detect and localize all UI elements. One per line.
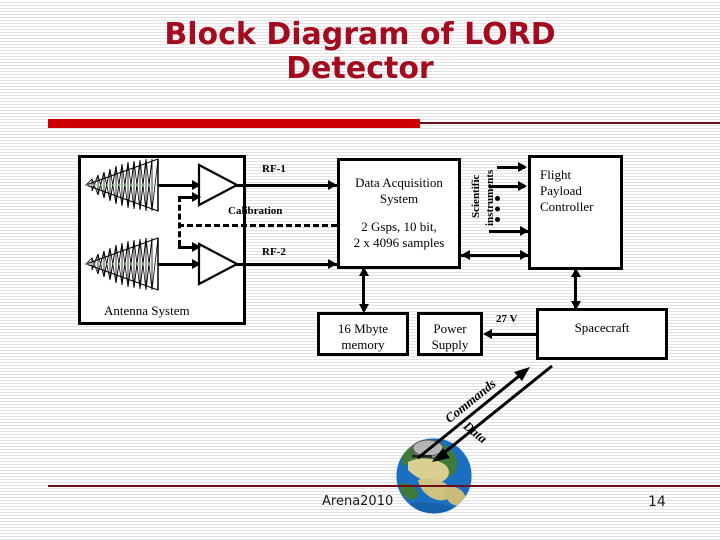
fpc-spacecraft-arrowhead-down <box>571 301 581 310</box>
rf2-arrowhead <box>328 259 337 269</box>
footer-rule <box>48 485 720 487</box>
daq-to-fpc-arrowhead-left <box>461 250 470 260</box>
voltage-label: 27 V <box>496 313 518 325</box>
fpc-line-1: Flight <box>540 167 572 182</box>
power-27v-line <box>490 333 546 336</box>
memory-box: 16 Mbyte memory <box>317 312 409 356</box>
calibration-dashed-riser <box>178 196 181 246</box>
daq-line-2: System <box>379 191 419 206</box>
instrument-ellipsis-dots <box>495 196 500 222</box>
rf1-arrowhead <box>328 180 337 190</box>
instrument-arrowhead-1 <box>518 162 527 172</box>
amplifier-2-icon <box>197 242 240 286</box>
daq-memory-arrowhead-down <box>359 304 369 313</box>
log-periodic-antenna-2-icon <box>84 236 162 292</box>
page-title-line-1: Block Diagram of LORD <box>164 17 556 52</box>
scientific-instruments-line-1: Scientific <box>470 174 482 218</box>
power-supply-line-1: Power <box>433 321 467 336</box>
earth-globe-image <box>395 422 473 518</box>
instrument-line-2 <box>489 185 525 188</box>
instrument-line-3 <box>489 230 528 233</box>
fpc-spacecraft-line <box>574 270 577 308</box>
calibration-to-amp1-arrowhead <box>192 192 201 202</box>
instrument-arrowhead-2 <box>518 181 527 191</box>
calibration-dashed-line <box>178 224 337 227</box>
rf2-label: RF-2 <box>262 246 286 258</box>
fpc-line-3: Controller <box>540 199 594 214</box>
calibration-to-amp2-line <box>178 246 196 249</box>
antenna-2-feed-line <box>158 263 196 266</box>
title-rule-thin <box>420 122 720 124</box>
log-periodic-antenna-1-icon <box>84 157 162 213</box>
memory-line-2: memory <box>341 337 385 352</box>
footer-conference-label: Arena2010 <box>322 494 394 509</box>
downlink-arrows <box>404 362 584 472</box>
antenna-2-feed-arrowhead <box>192 259 201 269</box>
daq-memory-arrowhead-up <box>359 267 369 276</box>
fpc-line-2: Payload <box>540 183 582 198</box>
antenna-1-feed-line <box>158 184 196 187</box>
daq-to-fpc-arrowhead <box>520 250 529 260</box>
daq-to-fpc-line <box>461 254 528 257</box>
power-supply-line-2: Supply <box>431 337 469 352</box>
power-27v-arrowhead <box>483 329 492 339</box>
calibration-label: Calibration <box>228 205 283 217</box>
footer-page-number: 14 <box>648 494 666 510</box>
daq-line-1: Data Acquisition <box>355 175 443 190</box>
fpc-spacecraft-arrowhead-up <box>571 268 581 277</box>
power-supply-box: Power Supply <box>417 312 483 356</box>
daq-line-4: 2 x 4096 samples <box>353 235 445 250</box>
flight-payload-controller-box: Flight Payload Controller <box>528 155 623 270</box>
rf1-label: RF-1 <box>262 163 286 175</box>
rf1-line <box>236 184 337 187</box>
spacecraft-box: Spacecraft <box>536 308 668 360</box>
calibration-to-amp1-line <box>178 196 196 199</box>
spacecraft-label: Spacecraft <box>574 320 630 335</box>
instrument-arrowhead-3 <box>520 226 529 236</box>
memory-line-1: 16 Mbyte <box>337 321 389 336</box>
rf2-line <box>236 263 337 266</box>
page-title-line-2: Detector <box>286 51 434 86</box>
data-acquisition-system-box: Data Acquisition System 2 Gsps, 10 bit, … <box>337 158 461 269</box>
antenna-system-label: Antenna System <box>104 303 190 318</box>
calibration-to-amp2-arrowhead <box>192 242 201 252</box>
daq-memory-line <box>362 269 365 311</box>
antenna-1-feed-arrowhead <box>192 180 201 190</box>
amplifier-1-icon <box>197 163 240 207</box>
daq-line-3: 2 Gsps, 10 bit, <box>361 219 437 234</box>
instrument-line-1 <box>497 166 525 169</box>
page-title: Block Diagram of LORD Detector <box>60 18 660 86</box>
title-rule-thick <box>48 119 420 128</box>
